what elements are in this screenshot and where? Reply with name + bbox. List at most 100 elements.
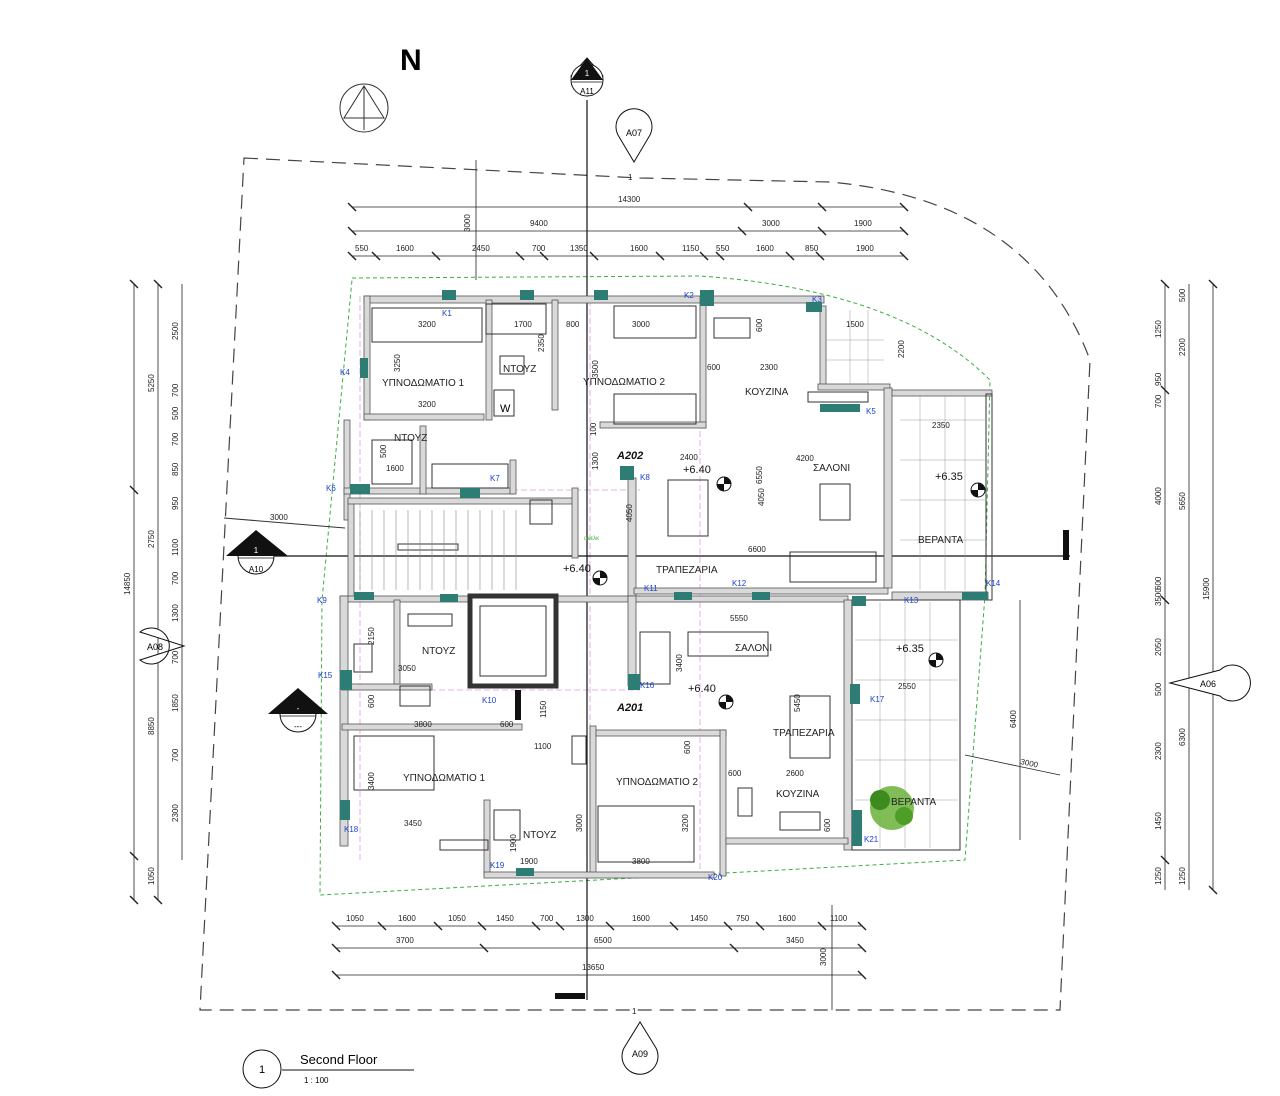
dim-top-r2-4: 1350	[570, 244, 588, 253]
dim-right-v6400: 6400	[1009, 710, 1018, 728]
section-marker-leftlow	[268, 688, 328, 733]
elevation-marker-a08	[138, 627, 186, 665]
dim-left-c2-1: 700	[171, 383, 180, 397]
level-label-5: +6.40	[688, 683, 716, 695]
section-leftlow-sheet: ---	[294, 722, 302, 731]
grid-lines	[223, 100, 1070, 1000]
inner-dim-16: 100	[589, 422, 598, 436]
inner-dim-3: 3000	[632, 320, 650, 329]
dim-left-c2-3: 700	[171, 432, 180, 446]
room-dining-top: ΤΡΑΠΕΖΑΡΙΑ	[656, 565, 718, 576]
dim-bot-r1-10: 1100	[830, 914, 848, 923]
win-label-k14: K14	[986, 579, 1001, 588]
dim-left-c2-4: 850	[171, 462, 180, 476]
unit-a202: A202	[616, 450, 643, 462]
dim-left-c1-0: 5250	[147, 374, 156, 392]
room-dining-low: ΤΡΑΠΕΖΑΡΙΑ	[773, 728, 835, 739]
dim-left-c2-0: 2500	[171, 322, 180, 340]
room-bed1-low: ΥΠΝΟΔΩΜΑΤΙΟ 1	[403, 773, 486, 784]
dim-bot-r1-5: 1300	[576, 914, 594, 923]
room-kitchen-low: ΚΟΥΖΙΝΑ	[776, 789, 820, 800]
inner-dim-18: 2400	[680, 453, 698, 462]
win-label-k21: K21	[864, 835, 879, 844]
dim-top-r1-1: 3000	[762, 219, 780, 228]
elevation-marker-a09	[621, 1021, 659, 1075]
win-label-k3: K3	[812, 295, 822, 304]
dim-right-c2-5: 1450	[1154, 812, 1163, 830]
room-lift: ανελκ	[584, 536, 600, 542]
window-labels: K1 K2 K3 K4 K5 K6 K7 K8 K9 K10 K11 K12 K…	[317, 291, 1001, 882]
dim-left-overall: 14850	[123, 572, 132, 595]
inner-dim-13: 2350	[932, 421, 950, 430]
title-name: Second Floor	[300, 1052, 378, 1067]
room-veranda-top: ΒΕΡΑΝΤΑ	[918, 535, 964, 546]
room-bath-low: ΝΤΟΥΖ	[422, 646, 455, 657]
dim-top-r2-10: 1900	[856, 244, 874, 253]
dim-right-c1-4: 3500	[1154, 588, 1163, 606]
dim-top-r1-2: 1900	[854, 219, 872, 228]
dim-top-r1-0: 9400	[530, 219, 548, 228]
dim-top-r2-8: 1600	[756, 244, 774, 253]
inner-dim-35: 3400	[367, 772, 376, 790]
grid-label-bottom: 1	[632, 1007, 637, 1016]
room-shower-top: ΝΤΟΥΖ	[394, 433, 427, 444]
dim-bot-r1-2: 1050	[448, 914, 466, 923]
room-bed2-top: ΥΠΝΟΔΩΜΑΤΙΟ 2	[583, 377, 666, 388]
inner-dim-19: 6550	[755, 466, 764, 484]
win-label-k1: K1	[442, 309, 452, 318]
dim-right-c1-5: 2050	[1154, 638, 1163, 656]
dim-right-c1-1: 2200	[1178, 338, 1187, 356]
win-label-k13: K13	[904, 596, 919, 605]
win-label-k18: K18	[344, 825, 359, 834]
dim-ticks	[129, 202, 1218, 980]
dim-right-c2-4: 2300	[1154, 742, 1163, 760]
dim-bot-r1-9: 1600	[778, 914, 796, 923]
inner-dim-20: 4050	[757, 488, 766, 506]
inner-dim-39: 3450	[404, 819, 422, 828]
inner-dim-43: 1900	[520, 857, 538, 866]
win-label-k17: K17	[870, 695, 885, 704]
inner-dim-15: 1600	[386, 464, 404, 473]
elevation-marker-a06	[1168, 664, 1251, 702]
dim-bot-overall: 13650	[582, 963, 605, 972]
dim-lines	[133, 160, 1214, 1010]
dim-left-c2-11: 1850	[171, 694, 180, 712]
win-label-k10: K10	[482, 696, 497, 705]
section-marker-left	[226, 530, 288, 575]
level-label-2: +6.35	[935, 471, 963, 483]
elev-a08-label: A08	[147, 642, 163, 652]
dim-right-c1-3: 5650	[1178, 492, 1187, 510]
level-icons	[592, 476, 986, 710]
dim-bot-r1-4: 700	[540, 914, 554, 923]
level-label-3: +6.40	[563, 563, 591, 575]
dim-bot-r1-8: 750	[736, 914, 750, 923]
inner-dim-34: 5450	[793, 694, 802, 712]
inner-dim-45: 600	[823, 818, 832, 832]
dim-left-c2-5: 950	[171, 496, 180, 510]
section-left-num: 1	[254, 546, 259, 555]
dim-right-c1-0: 500	[1178, 288, 1187, 302]
win-label-k16: K16	[640, 681, 655, 690]
dim-left-c2-8: 700	[171, 571, 180, 585]
inner-dim-1: 1700	[514, 320, 532, 329]
dim-top-v3000: 3000	[463, 214, 472, 232]
dim-left-c2-12: 700	[171, 748, 180, 762]
inner-dim-14: 4200	[796, 454, 814, 463]
dim-top-r2-2: 2450	[472, 244, 490, 253]
inner-dim-6: 3500	[591, 360, 600, 378]
dim-top-r2-5: 1600	[630, 244, 648, 253]
inner-dim-36: 600	[683, 740, 692, 754]
level-label-4: +6.35	[896, 643, 924, 655]
grid-label-top: 1	[628, 173, 633, 182]
dim-right-c2-3: 600	[1154, 576, 1163, 590]
inner-dim-17: 1300	[591, 452, 600, 470]
dim-right-overall: 15900	[1202, 577, 1211, 600]
dim-top-r2-7: 550	[716, 244, 730, 253]
window-markers	[340, 290, 988, 876]
inner-dim-38: 600	[728, 769, 742, 778]
dim-bot-r2-0: 3700	[396, 936, 414, 945]
room-bed2-low: ΥΠΝΟΔΩΜΑΤΙΟ 2	[616, 777, 699, 788]
inner-dim-30: 3800	[414, 720, 432, 729]
inner-dim-29: 600	[367, 694, 376, 708]
